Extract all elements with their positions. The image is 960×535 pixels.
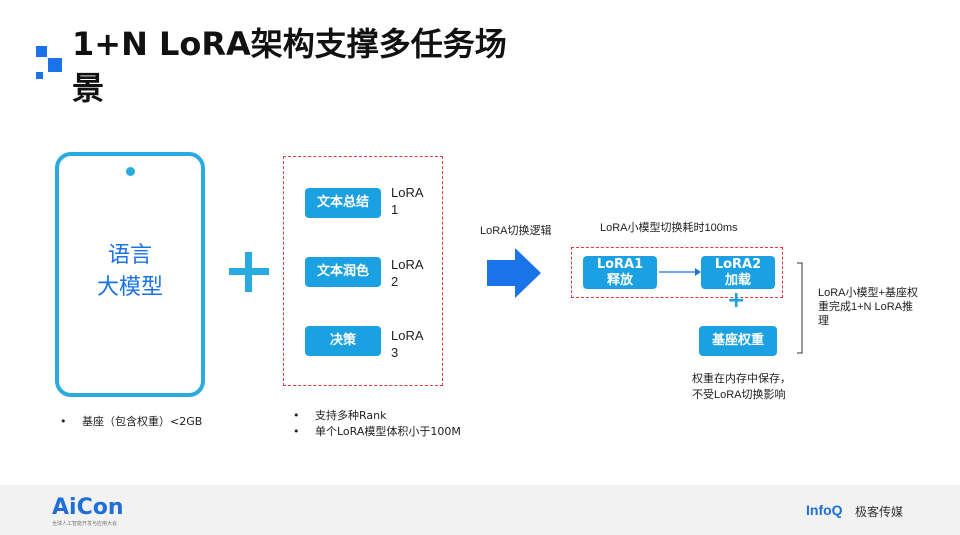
task-note-text: 支持多种Rank (315, 409, 387, 422)
phone-camera-icon (126, 167, 135, 176)
footer-bar (0, 485, 960, 535)
title-deco-square-1 (36, 46, 47, 57)
task-note: 单个LoRA模型体积小于100M (293, 424, 461, 440)
page-title: 1+N LoRA架构支撑多任务场景 (72, 25, 507, 107)
task-button-decision: 决策 (305, 326, 381, 356)
task-button-summary: 文本总结 (305, 188, 381, 218)
flow-arrow-icon (659, 268, 701, 276)
lora-label-3: LoRA 3 (391, 328, 424, 360)
base-note-text: 基座（包含权重）<2GB (82, 415, 203, 428)
task-button-polish: 文本润色 (305, 257, 381, 287)
lora-label-2: LoRA 2 (391, 257, 424, 289)
switch-flow-box (571, 247, 783, 298)
weights-note: 权重在内存中保存， 不受LoRA切换影响 (692, 373, 791, 401)
lora1-release-block: LoRA1 释放 (583, 256, 657, 289)
inference-note: LoRA小模型+基座权 重完成1+N LoRA推 理 (818, 287, 918, 327)
lora-label-1: LoRA 1 (391, 185, 424, 217)
plus-icon-vertical (245, 252, 252, 292)
aicon-subtitle: 全球人工智能开发与应用大会 (52, 521, 118, 527)
infoq-cn-label: 极客传媒 (855, 505, 904, 519)
infoq-logo: InfoQ (806, 502, 843, 518)
title-deco-square-3 (36, 72, 43, 79)
switch-time-label: LoRA小模型切换耗时100ms (600, 222, 738, 234)
phone-label: 语言 大模型 (96, 243, 163, 300)
lora-adapters-box (283, 156, 443, 386)
base-note: 基座（包含权重）<2GB (60, 414, 202, 430)
title-deco-square-2 (48, 58, 62, 72)
switch-logic-label: LoRA切换逻辑 (480, 225, 552, 237)
base-weights-block: 基座权重 (699, 326, 777, 356)
task-note-text: 单个LoRA模型体积小于100M (315, 425, 461, 438)
lora2-load-block: LoRA2 加载 (701, 256, 775, 289)
aicon-logo: AiCon (52, 495, 124, 520)
base-note-list: 基座（包含权重）<2GB (60, 414, 202, 430)
phone-illustration: 语言 大模型 (55, 152, 205, 397)
task-notes-list: 支持多种Rank 单个LoRA模型体积小于100M (293, 408, 461, 440)
plus-icon-small: + (727, 288, 746, 313)
bracket-divider (797, 262, 803, 354)
right-arrow-icon (487, 248, 541, 298)
task-note: 支持多种Rank (293, 408, 461, 424)
